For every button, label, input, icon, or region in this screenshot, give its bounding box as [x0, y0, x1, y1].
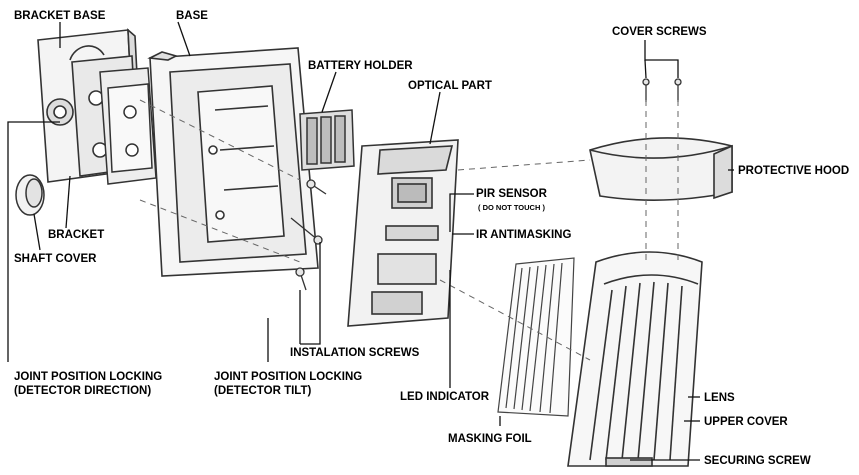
- label-upper-cover: UPPER COVER: [704, 416, 788, 428]
- installation-screws: [290, 179, 327, 291]
- optical-part: [347, 139, 459, 327]
- cover-screws-part: [642, 78, 682, 102]
- label-ir-antimasking: IR ANTIMASKING: [476, 229, 571, 241]
- label-pir-sensor: PIR SENSOR: [476, 188, 548, 200]
- label-joint-direction-2: (DETECTOR DIRECTION): [14, 385, 151, 397]
- label-bracket-base: BRACKET BASE: [14, 10, 106, 22]
- label-joint-tilt-2: (DETECTOR TILT): [214, 385, 311, 397]
- leader-lines: [7, 21, 734, 461]
- label-securing-screw: SECURING SCREW: [704, 455, 811, 467]
- label-lens: LENS: [704, 392, 735, 404]
- masking-foil-part: [497, 257, 575, 417]
- label-optical-part: OPTICAL PART: [408, 80, 492, 92]
- label-joint-tilt-1: JOINT POSITION LOCKING: [214, 371, 362, 383]
- label-led-indicator: LED INDICATOR: [400, 391, 490, 403]
- label-bracket: BRACKET: [48, 229, 104, 241]
- assembly-lines: [139, 99, 679, 361]
- label-joint-direction-1: JOINT POSITION LOCKING: [14, 371, 162, 383]
- protective-hood-part: [589, 137, 733, 201]
- battery-holder-part: [299, 109, 355, 171]
- label-pir-note: ( DO NOT TOUCH ): [478, 203, 545, 212]
- upper-cover-part: [567, 251, 703, 467]
- label-cover-screws: COVER SCREWS: [612, 26, 707, 38]
- label-instalation-screws: INSTALATION SCREWS: [290, 347, 420, 359]
- label-battery-holder: BATTERY HOLDER: [308, 60, 413, 72]
- base-part: [147, 47, 319, 277]
- label-protective-hood: PROTECTIVE HOOD: [738, 165, 849, 177]
- bracket-part: [99, 67, 157, 185]
- label-masking-foil: MASKING FOIL: [448, 433, 532, 445]
- shaft-cover-part: [15, 174, 45, 216]
- label-shaft-cover: SHAFT COVER: [14, 253, 97, 265]
- label-base: BASE: [176, 10, 208, 22]
